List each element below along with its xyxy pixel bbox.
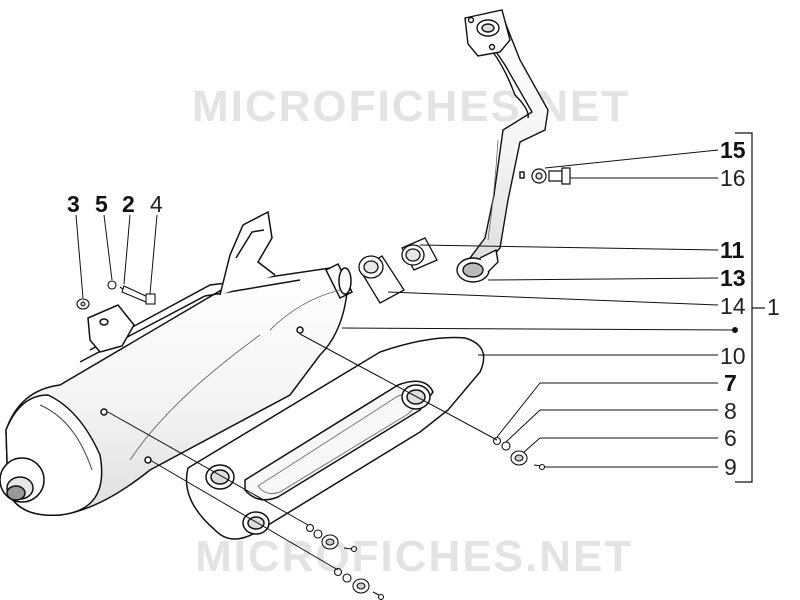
callout-15: 15: [720, 137, 746, 163]
callout-11: 11: [720, 237, 745, 263]
watermark-bottom: MICROFICHES.NET: [195, 532, 634, 581]
fastener-stack-lower: [305, 523, 385, 600]
callout-4: 4: [150, 191, 163, 217]
callout-9: 9: [724, 454, 737, 480]
callout-8: 8: [724, 398, 737, 424]
callout-14: 14: [720, 293, 746, 319]
callout-1: 1: [767, 294, 780, 320]
watermark-top: MICROFICHES.NET: [192, 82, 631, 131]
bolt-16: [548, 167, 571, 185]
callout-13: 13: [720, 265, 746, 291]
fastener-stack-left: [76, 280, 156, 310]
callout-7: 7: [724, 370, 737, 396]
muffler: [0, 210, 354, 517]
callout-2: 2: [122, 191, 135, 217]
gasket-14: [358, 255, 405, 304]
callout-16: 16: [720, 165, 746, 191]
heat-shield-10: [185, 336, 485, 540]
fastener-stack-right: [492, 436, 546, 471]
callout-3: 3: [67, 191, 80, 217]
callout-5: 5: [95, 191, 108, 217]
callout-10: 10: [720, 343, 746, 369]
gasket-11: [401, 237, 438, 271]
assembly-bracket: [735, 132, 765, 483]
exhaust-pipe: [456, 9, 549, 283]
leader-lines: [75, 149, 738, 571]
nut-15: [531, 168, 547, 184]
callout-6: 6: [724, 425, 737, 451]
